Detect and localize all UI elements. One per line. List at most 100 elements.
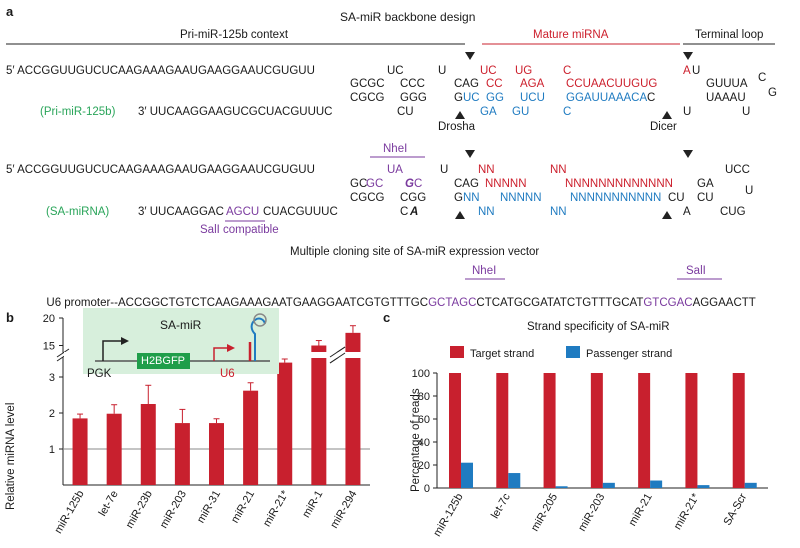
- pri-bot1: CGCG: [350, 92, 385, 104]
- chart-b-ytick-label: 1: [49, 444, 55, 456]
- pri-top-sequence: 5′ ACCGGUUGUCUCAAGAAAGAAUGAAGGAAUCGUGUU: [6, 65, 315, 77]
- pri-bot-blue1: UC: [463, 92, 480, 104]
- chart-c-ytick-label: 20: [418, 460, 430, 472]
- pri-bot-blue7: C: [563, 106, 572, 118]
- sa-mid-n1: NNNNN: [485, 178, 527, 190]
- chart-b-break-mark: [329, 352, 346, 364]
- chart-c-ytick-label: 40: [418, 437, 430, 449]
- pri-bot-u2: U: [742, 106, 751, 118]
- mcs-sequence: U6 promoter--ACCGGCTGTCTCAAGAAAGAATGAAGG…: [40, 284, 755, 310]
- sa-mid1: GC: [350, 178, 368, 190]
- pri-mid-red1: CC: [486, 78, 503, 90]
- chart-c-bar: [744, 482, 757, 488]
- chart-c-bar: [543, 373, 556, 488]
- chart-c-ytick-label: 0: [424, 483, 430, 495]
- chart-c-bar: [732, 373, 745, 488]
- chart-c-bar: [555, 486, 568, 488]
- pri-mid3: CAG: [454, 78, 479, 90]
- pri-mid-red2: AGA: [520, 78, 545, 90]
- panel-b-letter: b: [6, 310, 14, 325]
- mcs-title: Multiple cloning site of SA-miR expressi…: [290, 246, 540, 258]
- pri-bot-c: C: [647, 92, 656, 104]
- pri-loop-c: C: [758, 72, 767, 84]
- sa-bot-cug: CUG: [720, 206, 746, 218]
- sa-mid2-purple: G: [405, 178, 414, 190]
- chart-c-bar: [697, 485, 710, 488]
- pri-top-red-a: A: [683, 65, 691, 77]
- sa-bot-n2: NNNNN: [500, 192, 542, 204]
- h2bgfp-box: H2BGFP: [141, 355, 186, 367]
- dicer-label: Dicer: [650, 121, 677, 133]
- pri-bot-blue6: GU: [512, 106, 530, 118]
- sa-mid-u: U: [745, 185, 754, 197]
- sa-bot-a: A: [683, 206, 691, 218]
- sa-bot1: CGCG: [350, 192, 385, 204]
- sa-bottom-sequence: 3′ UUCAAGGAC: [138, 206, 224, 218]
- chart-c-bar: [508, 473, 521, 488]
- chart-c-bar: [449, 373, 461, 488]
- sa-bot-cu2: CU: [697, 192, 714, 204]
- pri-bot-frag1: CU: [397, 106, 414, 118]
- pri-bot3-g: G: [454, 92, 463, 104]
- sa-bot-nn2: NN: [550, 206, 567, 218]
- chart-b-bar: [277, 362, 293, 485]
- pri-top-frag2: U: [438, 65, 447, 77]
- sa-mid3: CAG: [454, 178, 479, 190]
- chart-c-bar: [590, 373, 603, 488]
- sa-bot-g: G: [454, 192, 463, 204]
- mcs-sali-site: GTCGAC: [643, 297, 693, 309]
- sa-top-nn2: NN: [550, 164, 567, 176]
- sa-bottom-purple: AGCU: [226, 206, 260, 218]
- chart-c-legend-swatch: [450, 346, 464, 358]
- mcs-nhei-label: NheI: [472, 265, 497, 277]
- sa-label: (SA-miRNA): [46, 206, 110, 218]
- chart-b-bar: [209, 423, 224, 485]
- chart-c-bar: [496, 373, 509, 488]
- pri-top-red3: C: [563, 65, 572, 77]
- sa-top-purple: UA: [387, 164, 403, 176]
- sa-mid1-purple: GC: [366, 178, 384, 190]
- pri-bot-u1: U: [683, 106, 692, 118]
- chart-b-bar: [106, 413, 122, 485]
- chart-c-xtick-label: miR-21*: [672, 491, 703, 532]
- chart-c-xtick-label: SA-Scr: [721, 491, 749, 527]
- sa-sali-label: SalI compatible: [200, 224, 279, 236]
- mcs-sali-label: SalI: [686, 265, 706, 277]
- pri-mid2: CCC: [400, 78, 425, 90]
- pri-bot-blue4: GGAUUAAACA: [566, 92, 648, 104]
- chart-c-xtick-label: miR-21: [627, 492, 655, 529]
- chart-c-legend-label: Target strand: [470, 348, 534, 360]
- chart-b-ytick-label: 15: [43, 341, 55, 353]
- pri-label: (Pri-miR-125b): [40, 106, 116, 118]
- sa-bot2: CGG: [400, 192, 427, 204]
- panel-c-letter: c: [383, 310, 391, 325]
- chart-b-ytick-label: 3: [49, 372, 55, 384]
- chart-b-ytick-label: 20: [43, 313, 55, 325]
- chart-b-ytick-label: 2: [49, 408, 55, 420]
- chart-b-break-mark: [56, 348, 70, 358]
- chart-b-bar: [174, 423, 190, 485]
- sa-top-nn1: NN: [478, 164, 495, 176]
- sa-bot-nn1: NN: [478, 206, 495, 218]
- pri-loop-a: GUUUA: [706, 78, 748, 90]
- chart-c-ytick-label: 80: [418, 391, 430, 403]
- chart-b-bar: [311, 345, 327, 485]
- sa-mid2: C: [414, 178, 423, 190]
- chart-b-bar: [345, 332, 361, 485]
- sa-top-sequence: 5′ ACCGGUUGUCUCAAGAAAGAAUGAAGGAAUCGUGUU: [6, 164, 315, 176]
- sa-bot-cu: CU: [668, 192, 685, 204]
- chart-b-bar: [243, 390, 259, 485]
- chart-c-bar: [638, 373, 651, 488]
- pri-mid-red3: CCUAACUUGUG: [566, 78, 658, 90]
- pgk-label: PGK: [87, 368, 112, 380]
- pri-bot2: GGG: [400, 92, 427, 104]
- chart-c-legend-swatch: [566, 346, 580, 358]
- terminal-loop-header: Terminal loop: [695, 29, 764, 41]
- sa-bot-frag1: C: [400, 206, 409, 218]
- chart-b-break-mark: [329, 346, 346, 358]
- chart-c-bar: [602, 482, 615, 488]
